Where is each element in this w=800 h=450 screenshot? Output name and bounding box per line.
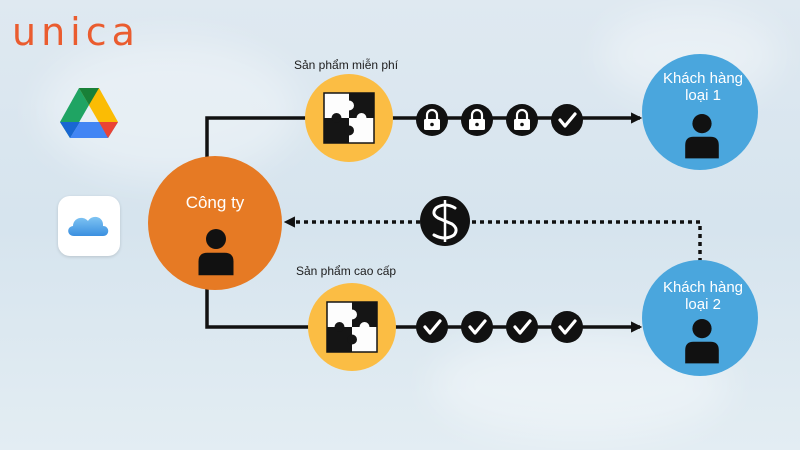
customer-2-label: Khách hàng loại 2	[643, 279, 763, 313]
free-step-lock-icon	[506, 104, 538, 136]
icloud-icon	[58, 196, 120, 256]
free-step-lock-icon	[461, 104, 493, 136]
premium-step-check-icon	[551, 311, 583, 343]
product-premium-label: Sản phẩm cao cấp	[296, 264, 397, 278]
customer-2-label-line1: Khách hàng	[662, 279, 744, 296]
customer-1-label: Khách hàng loại 1	[643, 70, 763, 104]
unica-logo: unica	[12, 10, 140, 54]
dollar-icon	[420, 196, 470, 246]
company-node	[148, 156, 282, 290]
customer-1-person-icon	[685, 114, 719, 159]
payment-return-line	[283, 216, 702, 270]
free-step-lock-icon	[416, 104, 448, 136]
google-drive-icon	[60, 88, 118, 138]
customer-2-person-icon	[685, 319, 719, 364]
customer-1-node	[642, 54, 758, 170]
customer-1-label-line2: loại 1	[685, 87, 721, 104]
free-step-check-icon	[551, 104, 583, 136]
customer-2-label-line2: loại 2	[685, 296, 721, 313]
customer-2-node	[642, 260, 758, 376]
premium-step-check-icon	[506, 311, 538, 343]
company-label: Công ty	[185, 193, 245, 212]
premium-step-check-icon	[416, 311, 448, 343]
product-premium-puzzle-icon	[308, 283, 396, 371]
customer-1-label-line1: Khách hàng	[662, 70, 744, 87]
product-free-label: Sản phẩm miễn phí	[294, 58, 399, 72]
premium-step-check-icon	[461, 311, 493, 343]
company-person-icon	[198, 229, 234, 276]
product-free-puzzle-icon	[305, 74, 393, 162]
